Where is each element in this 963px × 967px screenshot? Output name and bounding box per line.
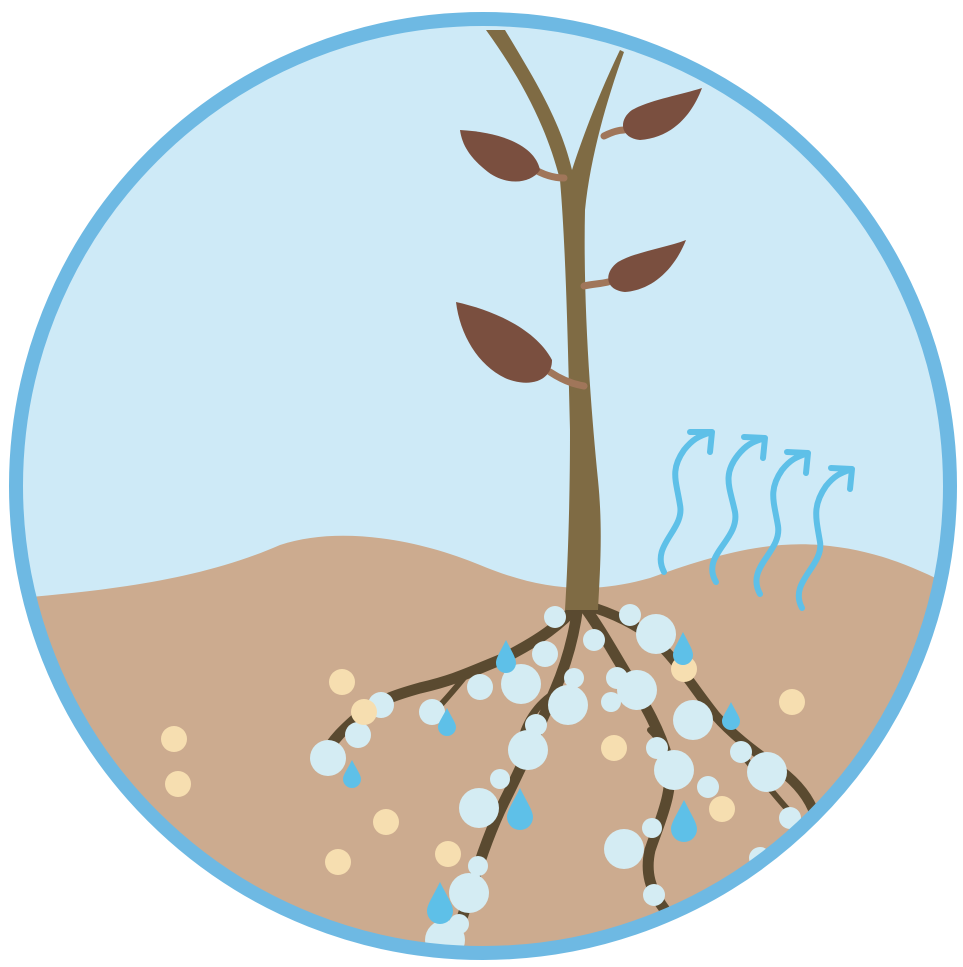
plant-roots-water-illustration — [0, 0, 963, 967]
